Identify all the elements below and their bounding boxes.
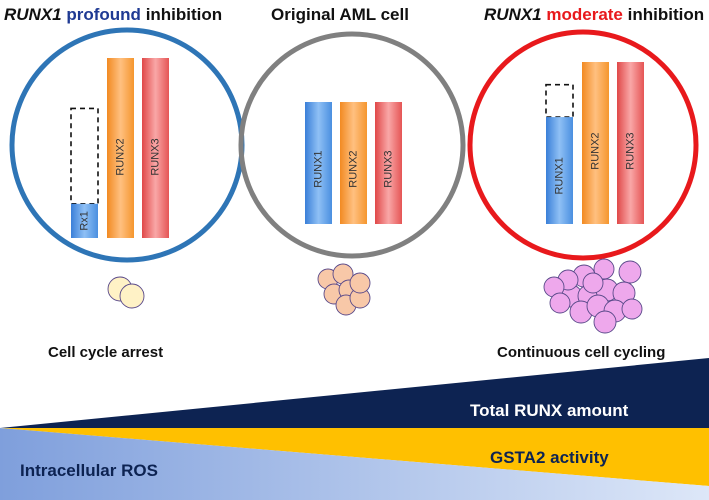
left-panel-title: RUNX1 profound inhibition (4, 5, 222, 24)
bar-label-runx1: RUNX1 (313, 150, 325, 187)
bar-runx3 (617, 62, 644, 224)
gsta2-activity-label: GSTA2 activity (490, 448, 609, 467)
bar-runx2 (107, 58, 134, 238)
left-runx-bars: Rx1 RUNX2 RUNX3 (70, 58, 169, 238)
bar-runx3 (375, 102, 402, 224)
bar-label-runx3: RUNX3 (625, 132, 637, 169)
bar-runx1 (305, 102, 332, 224)
cell (582, 272, 604, 294)
intracellular-ros-wedge (0, 428, 709, 500)
bar-label-runx3: RUNX3 (150, 138, 162, 175)
bar-rx1 (71, 203, 98, 238)
continuous-cycling-caption: Continuous cell cycling (497, 344, 665, 361)
middle-cell-ring (238, 31, 466, 259)
intracellular-ros-label: Intracellular ROS (20, 461, 158, 480)
right-panel-title: RUNX1 moderate inhibition (484, 5, 704, 24)
right-cell-ring (467, 29, 699, 261)
bar-label-runx2: RUNX2 (590, 132, 602, 169)
missing-runx1-outline (70, 107, 99, 205)
right-title-highlight: moderate (546, 5, 623, 24)
bar-label-runx3: RUNX3 (383, 150, 395, 187)
bar-runx3 (142, 58, 169, 238)
cell (549, 292, 571, 314)
bar-runx2 (582, 62, 609, 224)
cell (618, 260, 642, 284)
right-cell-cluster (543, 258, 643, 334)
left-title-highlight: profound (66, 5, 141, 24)
bar-label-runx1: RUNX1 (554, 157, 566, 194)
middle-cell-cluster (317, 263, 371, 316)
cell (621, 298, 643, 320)
left-title-gene: RUNX1 (4, 5, 62, 24)
cell-cycle-arrest-caption: Cell cycle arrest (48, 344, 163, 361)
bar-label-runx2: RUNX2 (115, 138, 127, 175)
total-runx-label: Total RUNX amount (470, 401, 629, 420)
left-cell-cluster (107, 276, 145, 309)
cell (349, 272, 371, 294)
middle-runx-bars: RUNX1 RUNX2 RUNX3 (305, 102, 402, 224)
middle-panel-title: Original AML cell (271, 5, 409, 24)
bar-runx1 (546, 117, 573, 224)
total-runx-wedge (0, 358, 709, 428)
bar-label-rx1: Rx1 (79, 211, 91, 231)
bar-runx2 (340, 102, 367, 224)
missing-runx1-outline (545, 83, 574, 118)
cell (593, 310, 617, 334)
left-title-rest: inhibition (146, 5, 222, 24)
right-title-gene: RUNX1 (484, 5, 542, 24)
cell (119, 283, 145, 309)
bar-label-runx2: RUNX2 (348, 150, 360, 187)
right-runx-bars: RUNX1 RUNX2 RUNX3 (545, 62, 644, 224)
right-title-rest: inhibition (628, 5, 704, 24)
